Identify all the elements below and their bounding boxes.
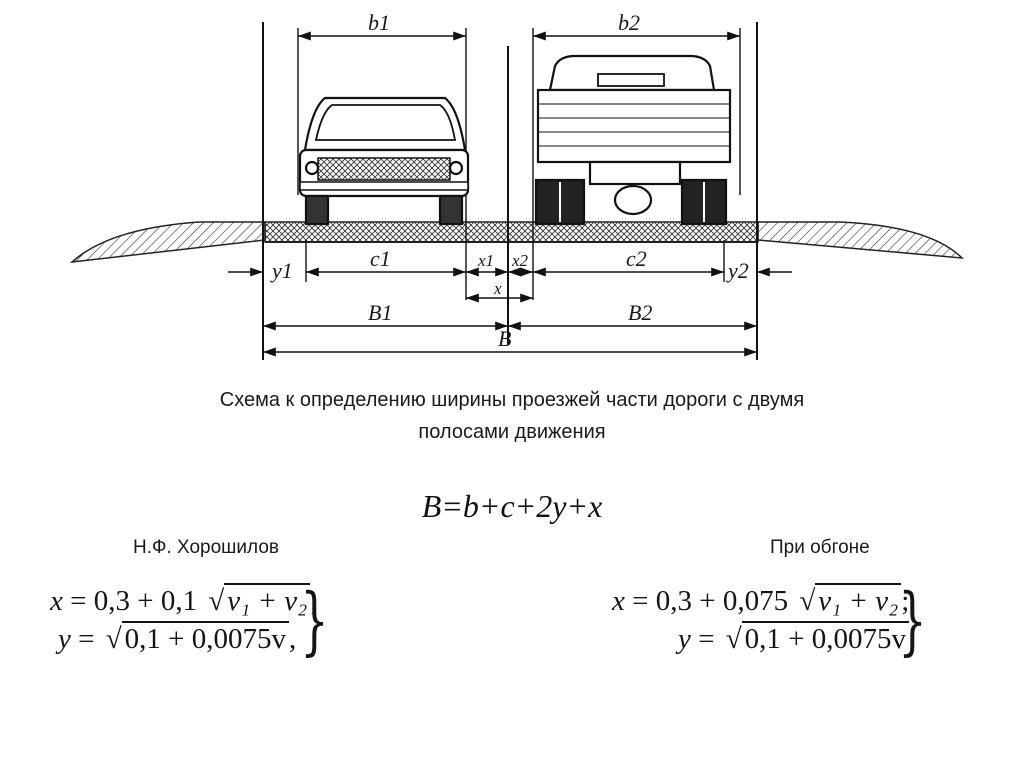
truck-rear-view	[534, 54, 732, 226]
formula-x-left: x = 0,3 + 0,1 √v₁ + v₂;	[50, 583, 319, 617]
label-x2: x2	[511, 251, 529, 270]
brace-icon: }	[300, 578, 329, 664]
road-profile	[69, 221, 964, 264]
dimension-labels: b1 b2 y1 c1 x1 x2 c2 y2 x B1 B2 B	[270, 10, 749, 351]
label-x1: x1	[477, 251, 494, 270]
brace-icon: }	[898, 578, 927, 664]
label-B: B	[498, 326, 511, 351]
formula-block-left: x = 0,3 + 0,1 √v₁ + v₂; y = √0,1 + 0,007…	[50, 582, 334, 658]
formula-y-right: y = √0,1 + 0,0075v.	[678, 621, 917, 655]
formula-block-right: x = 0,3 + 0,075 √v₁ + v₂; y = √0,1 + 0,0…	[612, 582, 932, 658]
road-width-diagram: b1 b2 y1 c1 x1 x2 c2 y2 x B1 B2 B	[69, 10, 964, 360]
caption-line-1: Схема к определению ширины проезжей част…	[219, 389, 805, 411]
label-y2: y2	[726, 258, 749, 283]
car-front-view	[298, 96, 470, 226]
figure-caption: Схема к определению ширины проезжей част…	[0, 384, 1024, 448]
label-c1: c1	[370, 246, 391, 271]
main-formula: B=b+c+2y+x	[421, 488, 603, 524]
label-B2: B2	[628, 300, 652, 325]
sqrt-icon: √	[799, 585, 816, 617]
formula-y-left: y = √0,1 + 0,0075v,	[58, 621, 297, 655]
label-y1: y1	[270, 258, 293, 283]
sqrt-icon: √	[105, 623, 122, 655]
sqrt-icon: √	[208, 585, 225, 617]
label-B1: B1	[368, 300, 392, 325]
label-x: x	[493, 279, 502, 298]
author-label: Н.Ф. Хорошилов	[133, 537, 279, 558]
label-c2: c2	[626, 246, 647, 271]
formula-x-right: x = 0,3 + 0,075 √v₁ + v₂;	[612, 583, 910, 617]
label-b2: b2	[618, 10, 640, 35]
label-b1: b1	[368, 10, 390, 35]
sqrt-icon: √	[725, 623, 742, 655]
overtaking-label: При обгоне	[770, 537, 870, 558]
caption-line-2: полосами движения	[418, 421, 606, 443]
dimension-lines	[228, 31, 792, 357]
